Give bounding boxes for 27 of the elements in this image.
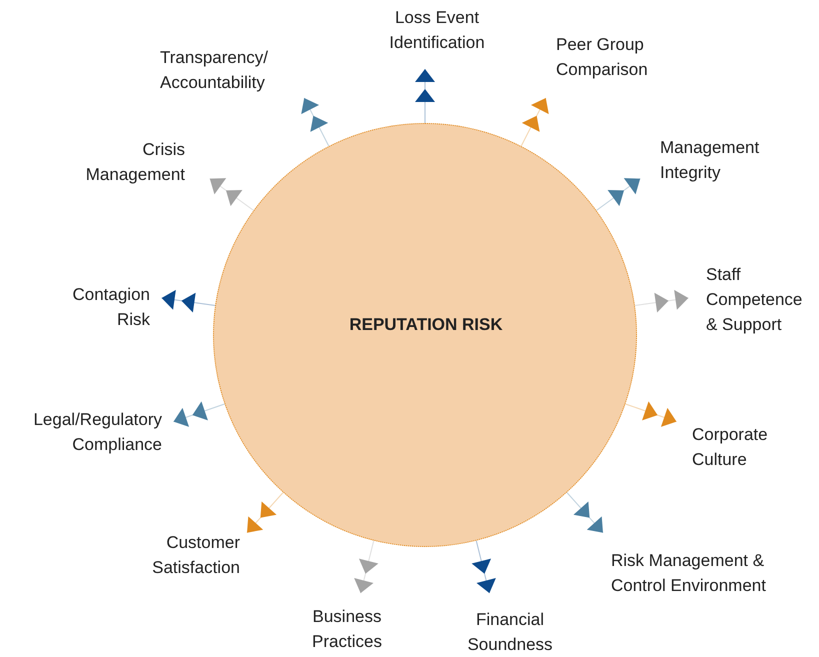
- factor-label: Peer Group Comparison: [556, 32, 686, 82]
- double-chevron-arrow: [624, 401, 677, 427]
- double-chevron-arrow: [415, 68, 435, 124]
- double-chevron-arrow: [161, 290, 216, 312]
- factor-label: Legal/Regulatory Compliance: [2, 407, 162, 457]
- factor-label: Staff Competence & Support: [706, 262, 818, 337]
- center-label: REPUTATION RISK: [348, 314, 504, 336]
- factor-label: Financial Soundness: [440, 607, 580, 657]
- double-chevron-arrow: [520, 98, 549, 147]
- double-chevron-arrow: [246, 492, 284, 534]
- factor-label: Management Integrity: [660, 135, 790, 185]
- factor-label: Customer Satisfaction: [120, 530, 240, 580]
- double-chevron-arrow: [301, 98, 330, 147]
- double-chevron-arrow: [354, 540, 378, 594]
- factor-label: Loss Event Identification: [357, 5, 517, 55]
- factor-label: Crisis Management: [60, 137, 185, 187]
- factor-label: Contagion Risk: [40, 282, 150, 332]
- double-chevron-arrow: [173, 401, 226, 427]
- factor-label: Business Practices: [277, 604, 417, 654]
- double-chevron-arrow: [209, 178, 254, 211]
- double-chevron-arrow: [472, 540, 496, 594]
- factor-label: Risk Management & Control Environment: [611, 548, 811, 598]
- factor-label: Transparency/ Accountability: [160, 45, 300, 95]
- factor-label: Corporate Culture: [692, 422, 802, 472]
- double-chevron-arrow: [634, 290, 689, 312]
- double-chevron-arrow: [596, 178, 641, 211]
- double-chevron-arrow: [566, 492, 604, 534]
